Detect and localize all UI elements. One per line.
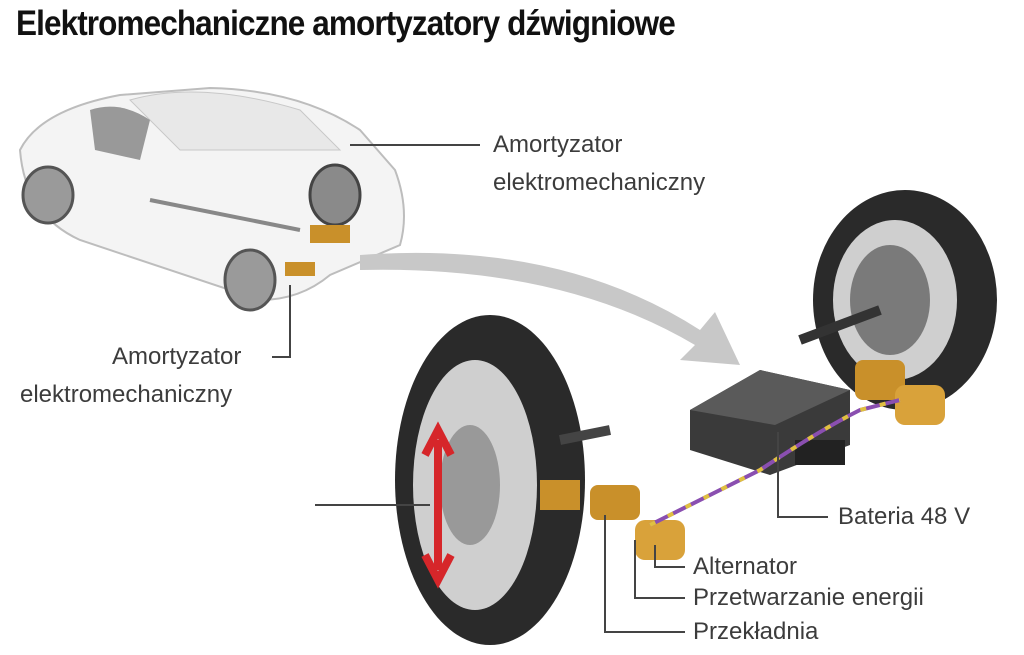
label-alternator: Alternator: [693, 553, 798, 580]
label-damper-top-line2: elektromechaniczny: [493, 169, 706, 196]
label-battery: Bateria 48 V: [838, 503, 971, 530]
damper-left: [590, 485, 640, 520]
car-rear-wheel-right: [308, 163, 362, 227]
leader-lines: [272, 144, 828, 633]
vertical-motion-arrow: [421, 421, 455, 589]
left-wheel: [395, 315, 685, 645]
battery-48v: [690, 370, 850, 475]
damper-right: [855, 360, 905, 400]
car-rear-wheel-left: [223, 248, 277, 312]
damper-rear-left: [285, 262, 315, 276]
car-illustration: [18, 86, 405, 312]
label-damper-left-line2: elektromechaniczny: [20, 381, 233, 408]
diagram-title: Elektromechaniczne amortyzatory dźwignio…: [16, 4, 676, 43]
label-energy-conversion: Przetwarzanie energii: [693, 584, 924, 611]
label-damper-left-line1: Amortyzator: [112, 343, 242, 370]
label-gear: Przekładnia: [693, 618, 819, 645]
transition-arrow: [360, 252, 740, 365]
car-front-wheel: [21, 165, 75, 225]
right-wheel: [798, 190, 997, 425]
label-damper-top-line1: Amortyzator: [493, 131, 623, 158]
damper-rear-right: [310, 225, 350, 243]
